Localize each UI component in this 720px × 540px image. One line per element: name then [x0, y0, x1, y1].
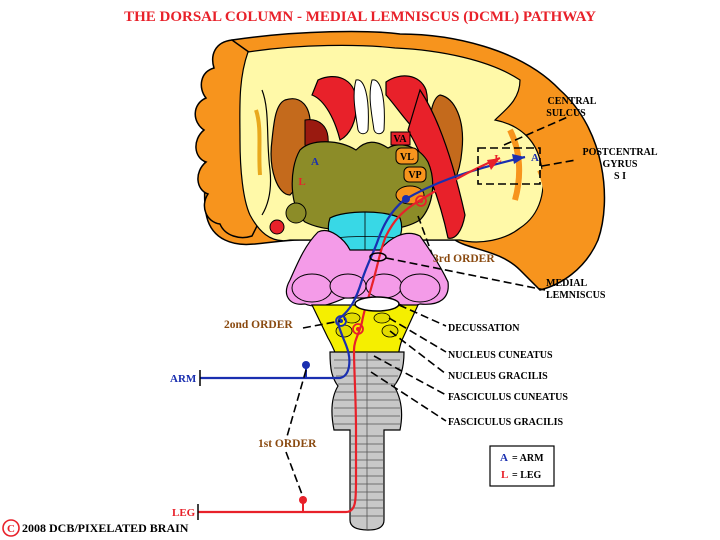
legend-text-leg: = LEG	[512, 470, 542, 481]
label-first-order: 1st ORDER	[258, 438, 317, 450]
marker-a-cortex: A	[531, 152, 539, 164]
legend-key-leg: L	[501, 469, 508, 481]
label-fasciculus-gracilis: FASCICULUS GRACILIS	[448, 417, 564, 428]
legend: A = ARM L = LEG	[489, 445, 555, 487]
copyright: C 2008 DCB/PIXELATED BRAIN	[2, 519, 189, 537]
label-lemniscus: LEMNISCUS	[546, 290, 606, 301]
label-va: VA	[393, 134, 407, 145]
label-central-sulcus: CENTRAL	[548, 96, 597, 107]
label-third-order: 3rd ORDER	[433, 253, 495, 265]
legend-key-arm: A	[500, 452, 508, 464]
legend-text-arm: = ARM	[512, 453, 544, 464]
diagram-title: THE DORSAL COLUMN - MEDIAL LEMNISCUS (DC…	[124, 9, 596, 25]
arm-pathway	[200, 155, 526, 380]
label-medial: MEDIAL	[546, 278, 587, 289]
brain-coronal-section	[194, 30, 606, 307]
copyright-symbol: C	[7, 523, 15, 535]
label-postcentral-gyrus: POSTCENTRAL	[582, 147, 657, 158]
marker-l-left: L	[298, 176, 305, 188]
left-caudate	[311, 76, 357, 141]
marker-a-left: A	[311, 156, 319, 168]
label-s1: S I	[614, 171, 626, 182]
label-central-sulcus-2: SULCUS	[546, 108, 586, 119]
copyright-text: 2008 DCB/PIXELATED BRAIN	[22, 521, 189, 535]
label-arm: ARM	[170, 373, 197, 385]
label-fasciculus-cuneatus: FASCICULUS CUNEATUS	[448, 392, 568, 403]
label-nucleus-cuneatus: NUCLEUS CUNEATUS	[448, 350, 553, 361]
label-decussation: DECUSSATION	[448, 323, 520, 334]
label-postcentral-gyrus-2: GYRUS	[602, 159, 637, 170]
postcentral-box	[477, 147, 541, 185]
label-second-order: 2ond ORDER	[224, 319, 293, 331]
marker-l-cortex: L	[494, 153, 501, 165]
label-vl: VL	[400, 152, 414, 163]
spinal-cord	[329, 351, 405, 531]
label-vp: VP	[408, 170, 421, 181]
label-leg: LEG	[172, 507, 196, 519]
label-nucleus-gracilis: NUCLEUS GRACILIS	[448, 371, 548, 382]
